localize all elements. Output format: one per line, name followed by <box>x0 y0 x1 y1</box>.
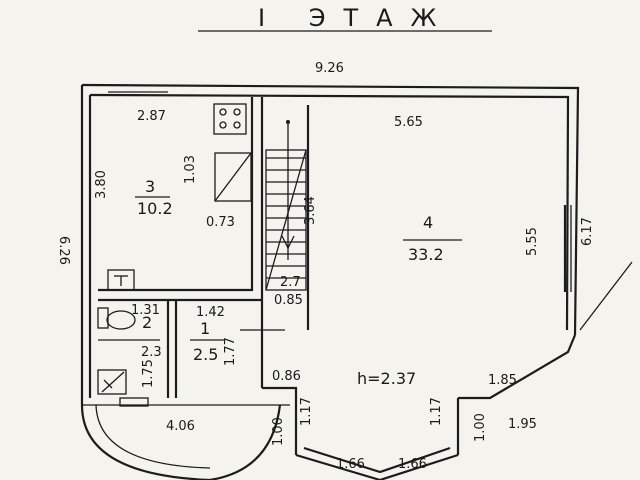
dim-porch-width: 4.06 <box>166 419 195 434</box>
dim-wc-depth: 2.3 <box>141 345 162 360</box>
entrance-door <box>119 397 149 407</box>
outer-walls <box>80 83 580 480</box>
ceiling-height: h=2.37 <box>357 369 416 388</box>
room-1-number: 1 <box>200 319 210 338</box>
stove-body <box>213 103 247 135</box>
kitchen-sink <box>107 269 135 291</box>
dim-bay-right-offset: 1.95 <box>508 417 537 432</box>
stair-outline <box>265 149 307 291</box>
room-2-number: 2 <box>142 313 152 332</box>
dim-right-step: 1.85 <box>488 373 517 388</box>
wc-fixtures <box>97 269 136 395</box>
dim-kitchen-depth: 3.80 <box>94 170 109 199</box>
dim-living-depth: 5.55 <box>525 227 540 256</box>
toilet-bowl <box>106 310 136 330</box>
room-1-area: 2.5 <box>193 345 218 364</box>
dim-bay-left-chamfer: 1.00 <box>271 417 286 446</box>
porch-arc-inner <box>95 404 211 469</box>
stair-arrow <box>281 235 295 250</box>
kitchen-partition <box>98 97 254 292</box>
dim-hall-width: 1.42 <box>196 305 225 320</box>
dim-east-wall: 6.17 <box>580 217 595 246</box>
dim-stair-width: 2.7 <box>280 275 301 290</box>
room-4-area: 33.2 <box>408 245 444 264</box>
dim-bay-left-face: 1.66 <box>336 457 365 472</box>
floor-title: I ЭТАЖ <box>258 4 454 32</box>
dim-hall-depth: 1.77 <box>223 337 238 366</box>
dim-hood-width: 1.03 <box>183 155 198 184</box>
dim-stair-offset: 0.85 <box>274 293 303 308</box>
north-east-wall-inner <box>89 93 570 331</box>
north-east-wall <box>81 83 580 336</box>
dim-bay-right-chamfer: 1.00 <box>473 413 488 442</box>
chimney-box <box>214 152 252 202</box>
room-4-number: 4 <box>423 213 433 232</box>
room-3-number: 3 <box>145 177 155 196</box>
dim-stair-length: 3.64 <box>303 196 318 225</box>
dim-bay-right-face: 1.66 <box>398 457 427 472</box>
dim-bay-right-return: 1.17 <box>429 397 444 426</box>
stair-cut-line <box>265 149 307 291</box>
bay-left-return <box>262 386 298 455</box>
south-east-wall <box>458 334 577 400</box>
toilet-tank <box>97 307 109 329</box>
dim-left-step: 0.86 <box>272 369 301 384</box>
dim-bath-depth: 1.75 <box>141 359 156 388</box>
chimney <box>214 152 252 202</box>
porch-arc-outer <box>80 404 211 480</box>
dim-kitchen-width: 2.87 <box>137 109 166 124</box>
dim-living-width: 5.65 <box>394 115 423 130</box>
shower-tray <box>97 369 127 395</box>
room-3-area: 10.2 <box>137 199 173 218</box>
dim-bay-left-return: 1.17 <box>299 397 314 426</box>
dim-wc-width: 1.31 <box>131 303 160 318</box>
bay-window-inner <box>303 446 451 474</box>
staircase <box>265 120 307 291</box>
partitions <box>98 97 310 398</box>
leader-line <box>579 261 633 331</box>
dim-overall-width: 9.26 <box>315 61 344 76</box>
bay-window <box>295 453 459 480</box>
porch-arc-right <box>209 404 282 480</box>
dim-overall-depth: 6.26 <box>56 236 71 265</box>
stove <box>213 103 247 135</box>
dim-hood-depth: 0.73 <box>206 215 235 230</box>
